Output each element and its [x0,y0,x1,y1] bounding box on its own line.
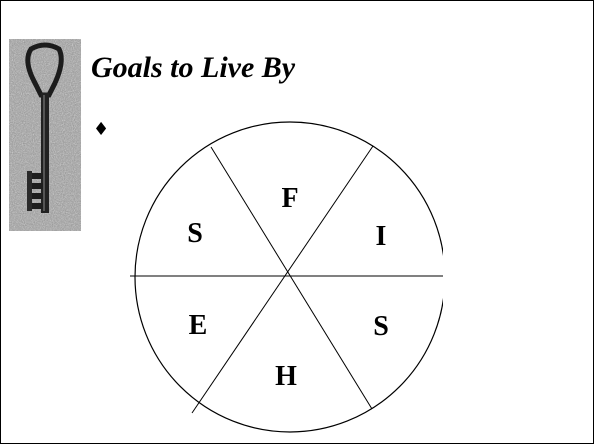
wheel-letter-lower-left: E [189,310,208,341]
wheel-letter-bottom: H [275,361,297,392]
wheel-letter-top: F [281,183,298,214]
wheel-letter-upper-left: S [187,218,203,249]
bullet-marker: ♦ [93,121,109,139]
goal-wheel: F I S H E S [121,119,443,441]
wheel-letter-upper-right: I [376,221,387,252]
wheel-letter-lower-right: S [373,311,389,342]
skeleton-key-photo-icon [9,39,81,231]
slide-title: Goals to Live By [91,51,295,85]
